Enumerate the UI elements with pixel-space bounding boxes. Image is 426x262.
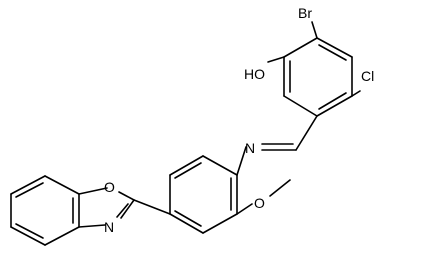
ring-double-bond bbox=[15, 182, 44, 198]
methoxyphenyl-ring bbox=[169, 155, 238, 234]
ring-bond bbox=[169, 155, 204, 176]
ring-bond bbox=[78, 187, 108, 195]
aryl-benzoxazole-bond bbox=[133, 199, 171, 215]
ring-bond bbox=[44, 226, 80, 246]
ring-double-bond bbox=[15, 223, 44, 239]
oxazole-ring bbox=[78, 187, 135, 228]
hydroxyl-label: HO bbox=[244, 66, 265, 82]
ring-double-bond bbox=[174, 210, 202, 227]
phenol-ring bbox=[283, 37, 353, 117]
ring-bond bbox=[316, 37, 353, 58]
ring-bond bbox=[202, 155, 238, 176]
ring-bond bbox=[169, 213, 204, 234]
oxazole-nitrogen-label: N bbox=[104, 219, 114, 235]
c-o-methoxy-bond bbox=[236, 203, 253, 215]
c-cl-bond bbox=[351, 90, 361, 97]
ring-bond bbox=[10, 175, 46, 195]
ring-bond bbox=[44, 175, 80, 195]
ring-bond bbox=[283, 95, 318, 117]
ring-bond bbox=[283, 37, 318, 58]
ring-bond bbox=[202, 213, 238, 234]
ring-double-bond bbox=[318, 92, 347, 110]
c-oh-bond bbox=[267, 56, 285, 63]
ring-bond bbox=[118, 191, 135, 201]
oxazole-oxygen-label: O bbox=[104, 179, 115, 195]
methoxy-oxygen-label: O bbox=[254, 195, 265, 211]
ch-bond bbox=[295, 115, 318, 151]
ring-bond bbox=[10, 226, 46, 246]
ring-bond bbox=[120, 199, 135, 219]
ring-double-bond bbox=[116, 203, 129, 218]
imine-nitrogen-label: N bbox=[245, 140, 255, 156]
c-br-bond bbox=[311, 21, 318, 39]
ring-bond bbox=[316, 95, 353, 117]
chlorine-label: Cl bbox=[361, 68, 374, 84]
o-ch3-bond bbox=[269, 179, 291, 197]
benzo-ring bbox=[10, 175, 80, 246]
ring-bond bbox=[78, 224, 106, 228]
n-aryl-bond bbox=[236, 146, 247, 176]
bromine-label: Br bbox=[298, 5, 312, 21]
ring-double-bond bbox=[174, 162, 202, 179]
ring-double-bond bbox=[318, 44, 347, 61]
